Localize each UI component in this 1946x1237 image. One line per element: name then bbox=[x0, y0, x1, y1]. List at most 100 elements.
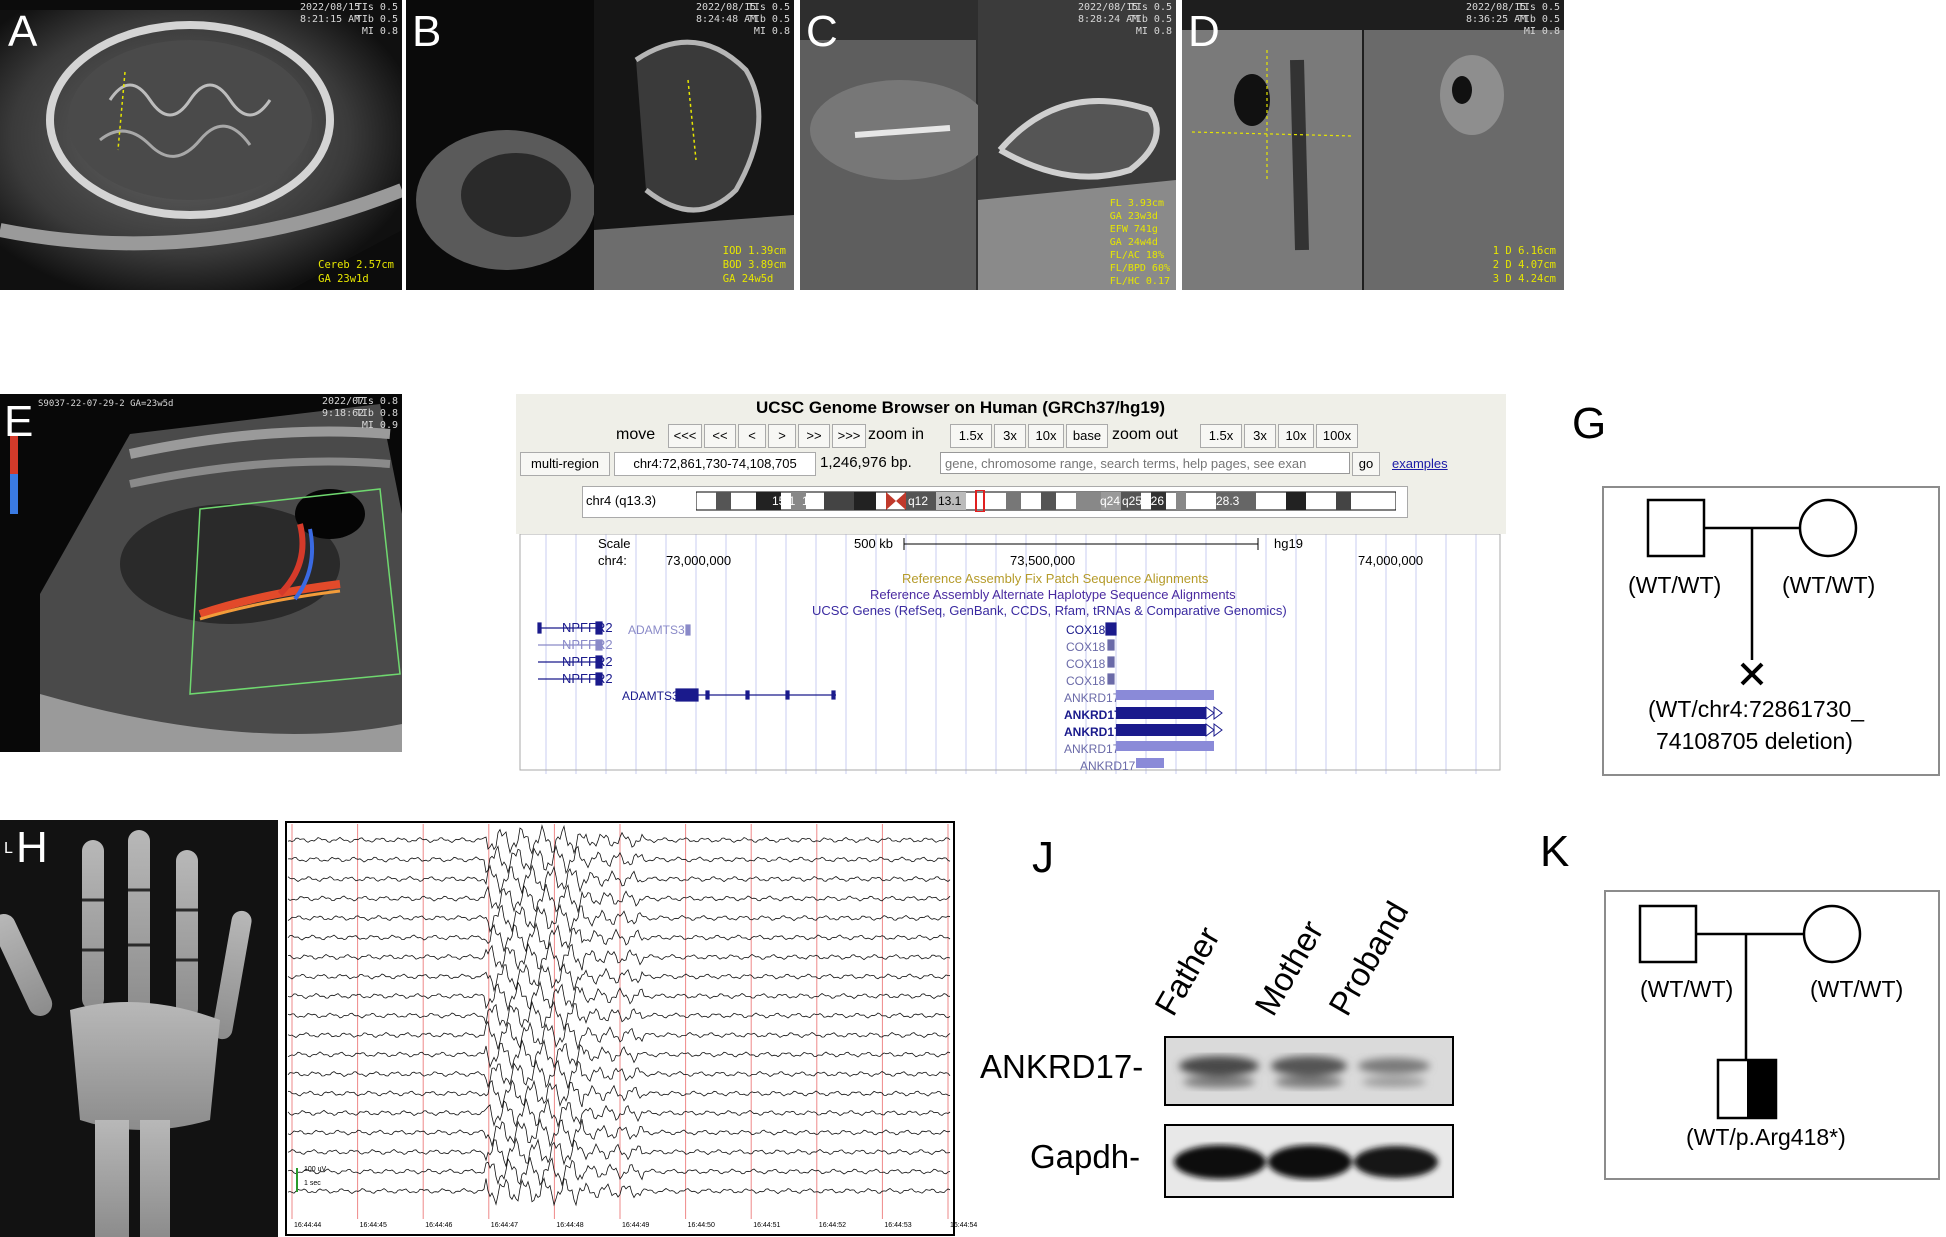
pedigree-father-genotype: (WT/WT) bbox=[1628, 572, 1722, 598]
eeg-channel-trace bbox=[287, 1039, 951, 1070]
us-measurement: 3 D 4.24cm bbox=[1492, 273, 1556, 285]
move-step-left-button[interactable]: < bbox=[738, 424, 766, 448]
ultrasound-doppler-image bbox=[0, 394, 402, 752]
us-header-line: TIs 0.5 bbox=[1129, 2, 1172, 13]
ultrasound-panel-a: TIs 0.5 TIb 0.5 MI 0.8 2022/08/15 8:21:1… bbox=[0, 0, 402, 290]
eeg-trace-panel bbox=[285, 821, 955, 1236]
us-header-line: TIs 0.5 bbox=[355, 2, 398, 13]
sample-label-mother: Mother bbox=[1247, 914, 1331, 1022]
eeg-time-tick: 16:44:46 bbox=[425, 1222, 453, 1229]
gene-ankrd17[interactable]: ANKRD17 bbox=[1064, 708, 1121, 722]
zoom-in-10x-button[interactable]: 10x bbox=[1028, 424, 1064, 448]
us-measurement: IOD 1.39cm bbox=[722, 245, 786, 257]
position-display[interactable]: chr4:72,861,730-74,108,705 bbox=[614, 452, 816, 476]
us-measurement: FL/HC 0.17 bbox=[1109, 276, 1170, 287]
chrom-position-label: chr4: bbox=[598, 553, 627, 568]
eeg-channel-trace bbox=[287, 903, 951, 934]
panel-label-d: D bbox=[1188, 7, 1220, 56]
zoom-out-100x-button[interactable]: 100x bbox=[1316, 424, 1358, 448]
pedigree-box-k bbox=[1604, 890, 1940, 1180]
us-header-line: TIb 0.5 bbox=[355, 14, 398, 25]
us-date: 2022/08/15 bbox=[696, 2, 757, 13]
us-measurement: FL/AC 18% bbox=[1109, 250, 1164, 261]
us-header-line: TIb 0.5 bbox=[1517, 14, 1560, 25]
eeg-channel-trace bbox=[287, 824, 951, 855]
gene-ankrd17[interactable]: ANKRD17 bbox=[1064, 742, 1120, 756]
band-label: 28.3 bbox=[1216, 494, 1240, 508]
zoom-in-3x-button[interactable]: 3x bbox=[994, 424, 1026, 448]
move-right-button[interactable]: >> bbox=[798, 424, 830, 448]
gene-cox18[interactable]: COX18 bbox=[1066, 623, 1106, 637]
us-measurement: 1 D 6.16cm bbox=[1492, 245, 1556, 257]
zoom-out-10x-button[interactable]: 10x bbox=[1278, 424, 1314, 448]
band-label: 15.1 bbox=[772, 494, 796, 508]
ucsc-genome-browser: UCSC Genome Browser on Human (GRCh37/hg1… bbox=[516, 394, 1506, 776]
track-fix-patch[interactable]: Reference Assembly Fix Patch Sequence Al… bbox=[902, 571, 1209, 586]
move-far-left-button[interactable]: <<< bbox=[668, 424, 702, 448]
us-measurement: GA 23w3d bbox=[1109, 211, 1158, 222]
us-header-line: TIs 0.5 bbox=[1517, 2, 1560, 13]
eeg-time-tick: 16:44:50 bbox=[687, 1222, 715, 1229]
eeg-time-tick: 16:44:45 bbox=[359, 1222, 387, 1229]
move-far-right-button[interactable]: >>> bbox=[832, 424, 866, 448]
eeg-channel-trace bbox=[287, 864, 951, 895]
search-input[interactable] bbox=[940, 452, 1350, 474]
us-header-line: MI 0.8 bbox=[1523, 26, 1560, 37]
eeg-time-tick: 16:44:53 bbox=[884, 1222, 912, 1229]
gene-adamts3[interactable]: ADAMTS3 bbox=[622, 689, 679, 703]
hand-xray-image bbox=[0, 830, 252, 1237]
xray-hand-panel bbox=[0, 820, 278, 1237]
gene-ankrd17[interactable]: ANKRD17 bbox=[1064, 725, 1121, 739]
ultrasound-panel-d: TIs 0.5 TIb 0.5 MI 0.8 2022/08/15 8:36:2… bbox=[1182, 0, 1564, 290]
scale-value: 500 kb bbox=[854, 536, 894, 551]
track-alt-haplotype[interactable]: Reference Assembly Alternate Haplotype S… bbox=[870, 587, 1236, 602]
move-step-right-button[interactable]: > bbox=[768, 424, 796, 448]
zoom-out-3x-button[interactable]: 3x bbox=[1244, 424, 1276, 448]
us-measurement: BOD 3.89cm bbox=[722, 259, 786, 271]
eeg-scale-bar bbox=[296, 1168, 302, 1192]
us-time: 9:18:62 bbox=[322, 408, 365, 419]
move-left-button[interactable]: << bbox=[704, 424, 736, 448]
us-measurement: 2 D 4.07cm bbox=[1492, 259, 1556, 271]
band-label: q24 bbox=[1100, 494, 1121, 508]
panel-label-a: A bbox=[8, 7, 38, 56]
track-ucsc-genes[interactable]: UCSC Genes (RefSeq, GenBank, CCDS, Rfam,… bbox=[812, 603, 1287, 618]
band-label: 14 bbox=[802, 494, 816, 508]
us-measurement: GA 23w1d bbox=[318, 273, 369, 285]
scale-bar bbox=[903, 538, 1259, 550]
eeg-channel-trace bbox=[287, 1000, 951, 1032]
eeg-time-tick: 16:44:44 bbox=[294, 1222, 322, 1229]
zoom-in-1-5x-button[interactable]: 1.5x bbox=[950, 424, 992, 448]
us-header-line: TIs 0.5 bbox=[747, 2, 790, 13]
eeg-channel-trace bbox=[287, 1020, 951, 1051]
gene-ankrd17[interactable]: ANKRD17 bbox=[1064, 691, 1120, 705]
eeg-time-tick: 16:44:47 bbox=[490, 1222, 519, 1229]
pedigree-mother-genotype: (WT/WT) bbox=[1810, 976, 1904, 1002]
band-label: q12 bbox=[908, 494, 929, 508]
eeg-channel-trace bbox=[287, 1079, 951, 1108]
chromosome-ideogram bbox=[696, 490, 1396, 512]
examples-link[interactable]: examples bbox=[1392, 456, 1448, 471]
eeg-channel-trace bbox=[287, 1059, 951, 1089]
eeg-channel-trace bbox=[287, 980, 951, 1012]
gene-cox18[interactable]: COX18 bbox=[1066, 640, 1106, 654]
eeg-time-tick: 16:44:54 bbox=[950, 1222, 978, 1229]
us-measurement: FL 3.93cm bbox=[1109, 198, 1164, 209]
gene-cox18[interactable]: COX18 bbox=[1066, 674, 1106, 688]
gene-cox18[interactable]: COX18 bbox=[1066, 657, 1106, 671]
ultrasound-image-b bbox=[406, 0, 794, 290]
ultrasound-panel-b: TIs 0.5 TIb 0.5 MI 0.8 2022/08/15 8:24:4… bbox=[406, 0, 794, 290]
zoom-in-label: zoom in bbox=[868, 426, 925, 443]
scale-label: Scale bbox=[598, 536, 631, 551]
gene-adamts3[interactable]: ADAMTS3 bbox=[628, 623, 685, 637]
panel-label-b: B bbox=[412, 7, 442, 56]
zoom-base-button[interactable]: base bbox=[1066, 424, 1108, 448]
us-time: 8:36:25 AM bbox=[1466, 14, 1527, 25]
band-label: 13.1 bbox=[938, 494, 962, 508]
gene-ankrd17[interactable]: ANKRD17 bbox=[1080, 759, 1136, 773]
pedigree-mother-genotype: (WT/WT) bbox=[1782, 572, 1876, 598]
zoom-out-1-5x-button[interactable]: 1.5x bbox=[1200, 424, 1242, 448]
multi-region-button[interactable]: multi-region bbox=[520, 452, 610, 476]
go-button[interactable]: go bbox=[1352, 452, 1380, 476]
us-date: 2022/08/15 bbox=[1078, 2, 1139, 13]
